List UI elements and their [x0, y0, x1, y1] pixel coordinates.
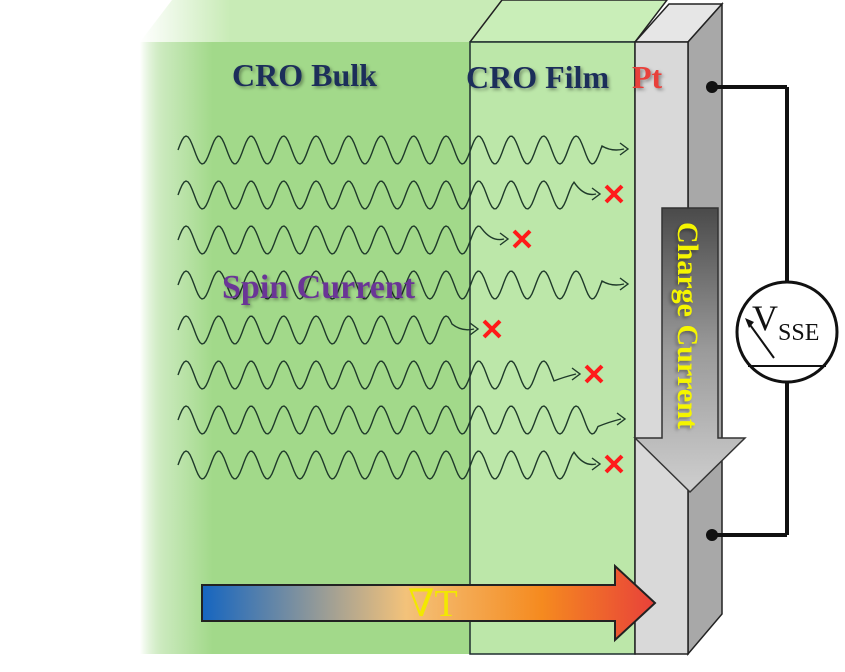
spin-wave: [177, 450, 597, 480]
bulk-top-face: [140, 0, 502, 42]
wave-arrowhead-icon: [619, 277, 630, 291]
cro-bulk-layer: [140, 42, 470, 654]
wave-arrowhead-icon: [591, 457, 602, 471]
spin-current-label: Spin Current: [222, 269, 416, 306]
spin-wave: [177, 270, 625, 300]
wave-arrowhead-icon: [619, 142, 630, 156]
voltmeter-main: V: [752, 298, 778, 338]
spin-wave: [177, 405, 622, 435]
blocked-x-icon: [584, 364, 604, 384]
voltmeter-body: [735, 280, 839, 384]
voltmeter-needle: [747, 321, 775, 359]
blocked-x-icon: [512, 229, 532, 249]
wave-arrowhead-icon: [571, 367, 582, 381]
voltage-circuit: [712, 85, 789, 537]
cro-film-layer: [469, 41, 636, 655]
blocked-x-icon: [604, 454, 624, 474]
spin-wave: [177, 360, 577, 390]
needle-arrow-icon: [745, 318, 754, 328]
pt-label: Pt: [632, 59, 663, 95]
voltmeter-sub: SSE: [778, 320, 819, 346]
spin-wave: [177, 315, 475, 345]
charge-current-arrow: [633, 207, 747, 494]
spin-waves: [177, 135, 630, 480]
blocked-x-icon: [604, 184, 624, 204]
blocked-x-icon: [482, 319, 502, 339]
film-top-face: [468, 0, 668, 43]
bottom-contact: [706, 529, 718, 541]
voltmeter-label: VSSE: [752, 298, 819, 346]
cro-bulk-label: CRO Bulk: [232, 57, 377, 93]
spin-wave: [177, 135, 625, 165]
wave-arrowhead-icon: [499, 232, 510, 246]
wave-arrowhead-icon: [469, 322, 480, 336]
spin-wave: [177, 180, 597, 210]
wave-arrowhead-icon: [591, 187, 602, 201]
temperature-gradient-label: ∇T: [408, 583, 458, 625]
cro-film-label: CRO Film: [466, 59, 609, 95]
wave-arrowhead-icon: [616, 412, 627, 426]
voltmeter: VSSE: [735, 280, 839, 384]
spin-wave: [177, 225, 505, 255]
charge-current-label: Charge Current: [671, 222, 704, 429]
top-contact: [706, 81, 718, 93]
temperature-gradient-arrow: [201, 563, 657, 643]
